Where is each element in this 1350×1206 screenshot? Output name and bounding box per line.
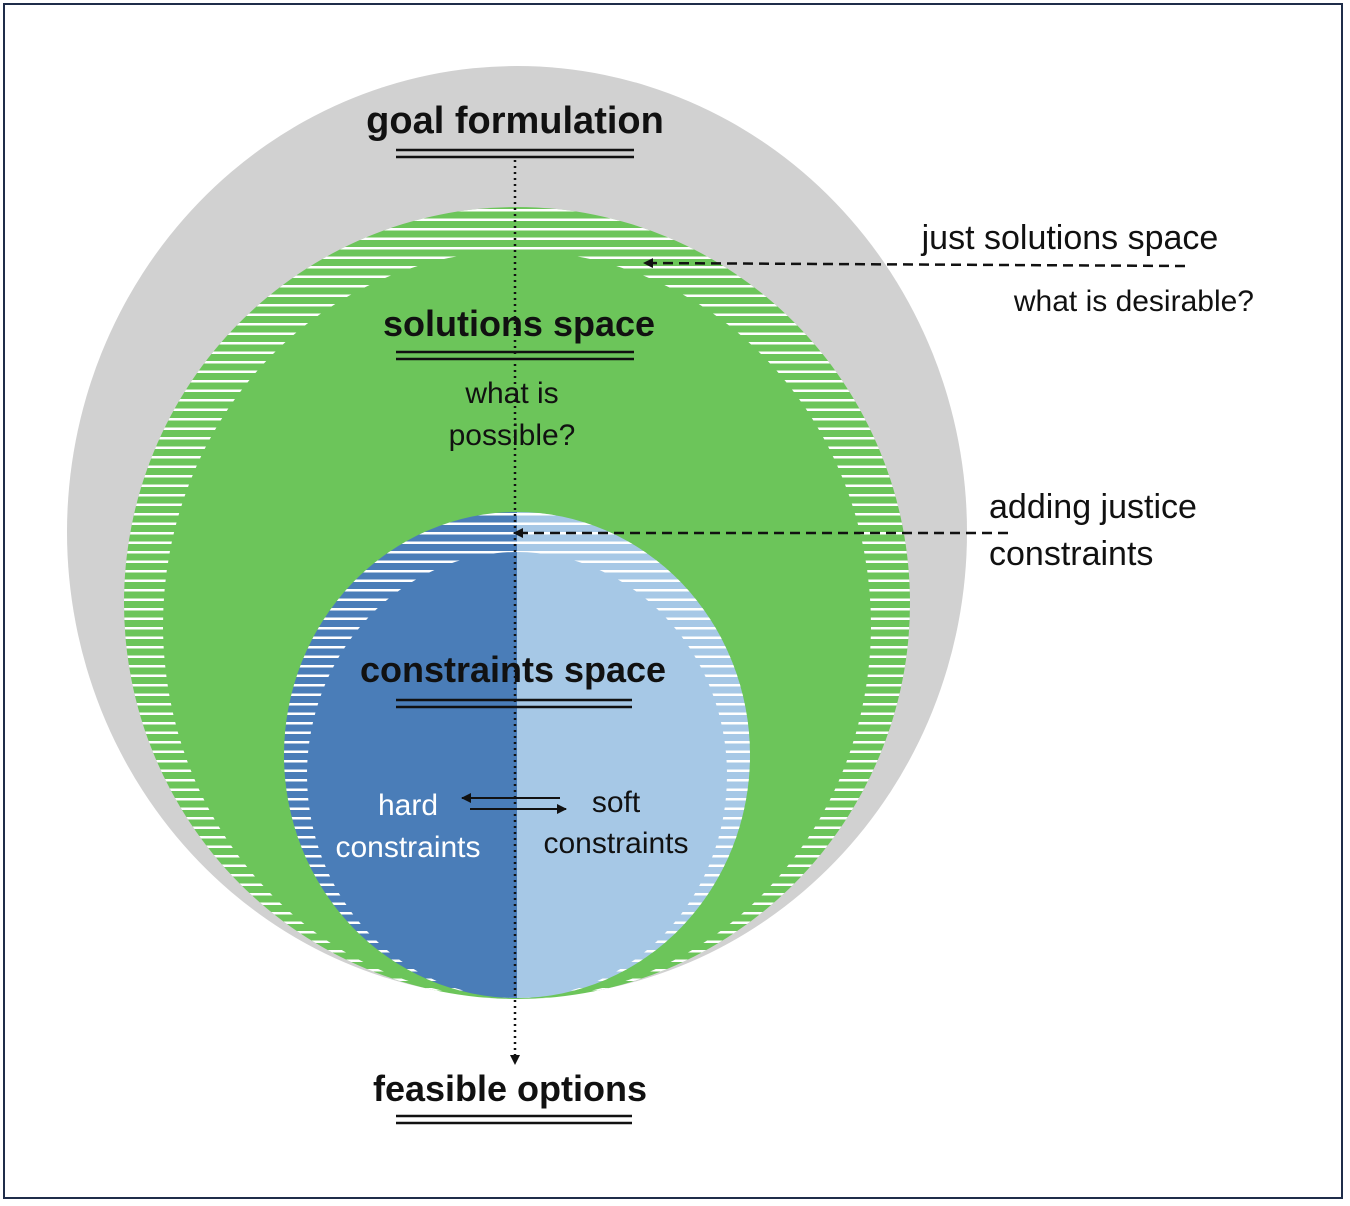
just-solutions-dashed-arrow [643, 258, 1186, 269]
solutions-question-line1: what is [464, 377, 558, 410]
adding-justice-line1: adding justice [989, 488, 1197, 526]
hard-constraints-line2: constraints [335, 831, 480, 864]
solutions-question-line2: possible? [449, 419, 576, 452]
what-is-desirable-label: what is desirable? [1013, 285, 1254, 318]
just-solutions-space-label: just solutions space [921, 219, 1219, 257]
constraints-space-underline [396, 698, 632, 709]
soft-constraints-line2: constraints [543, 827, 688, 860]
feasible-options-label: feasible options [373, 1068, 647, 1109]
feasible-options-underline [396, 1114, 632, 1125]
adding-justice-line2: constraints [989, 535, 1153, 573]
solutions-space-underline [396, 350, 634, 361]
goal-formulation-underline [396, 148, 634, 159]
goal-formulation-label: goal formulation [366, 100, 664, 142]
hard-constraints-line1: hard [378, 789, 438, 822]
soft-constraints-line1: soft [592, 786, 641, 819]
solutions-space-label: solutions space [383, 303, 655, 344]
constraints-space-label: constraints space [360, 649, 666, 690]
